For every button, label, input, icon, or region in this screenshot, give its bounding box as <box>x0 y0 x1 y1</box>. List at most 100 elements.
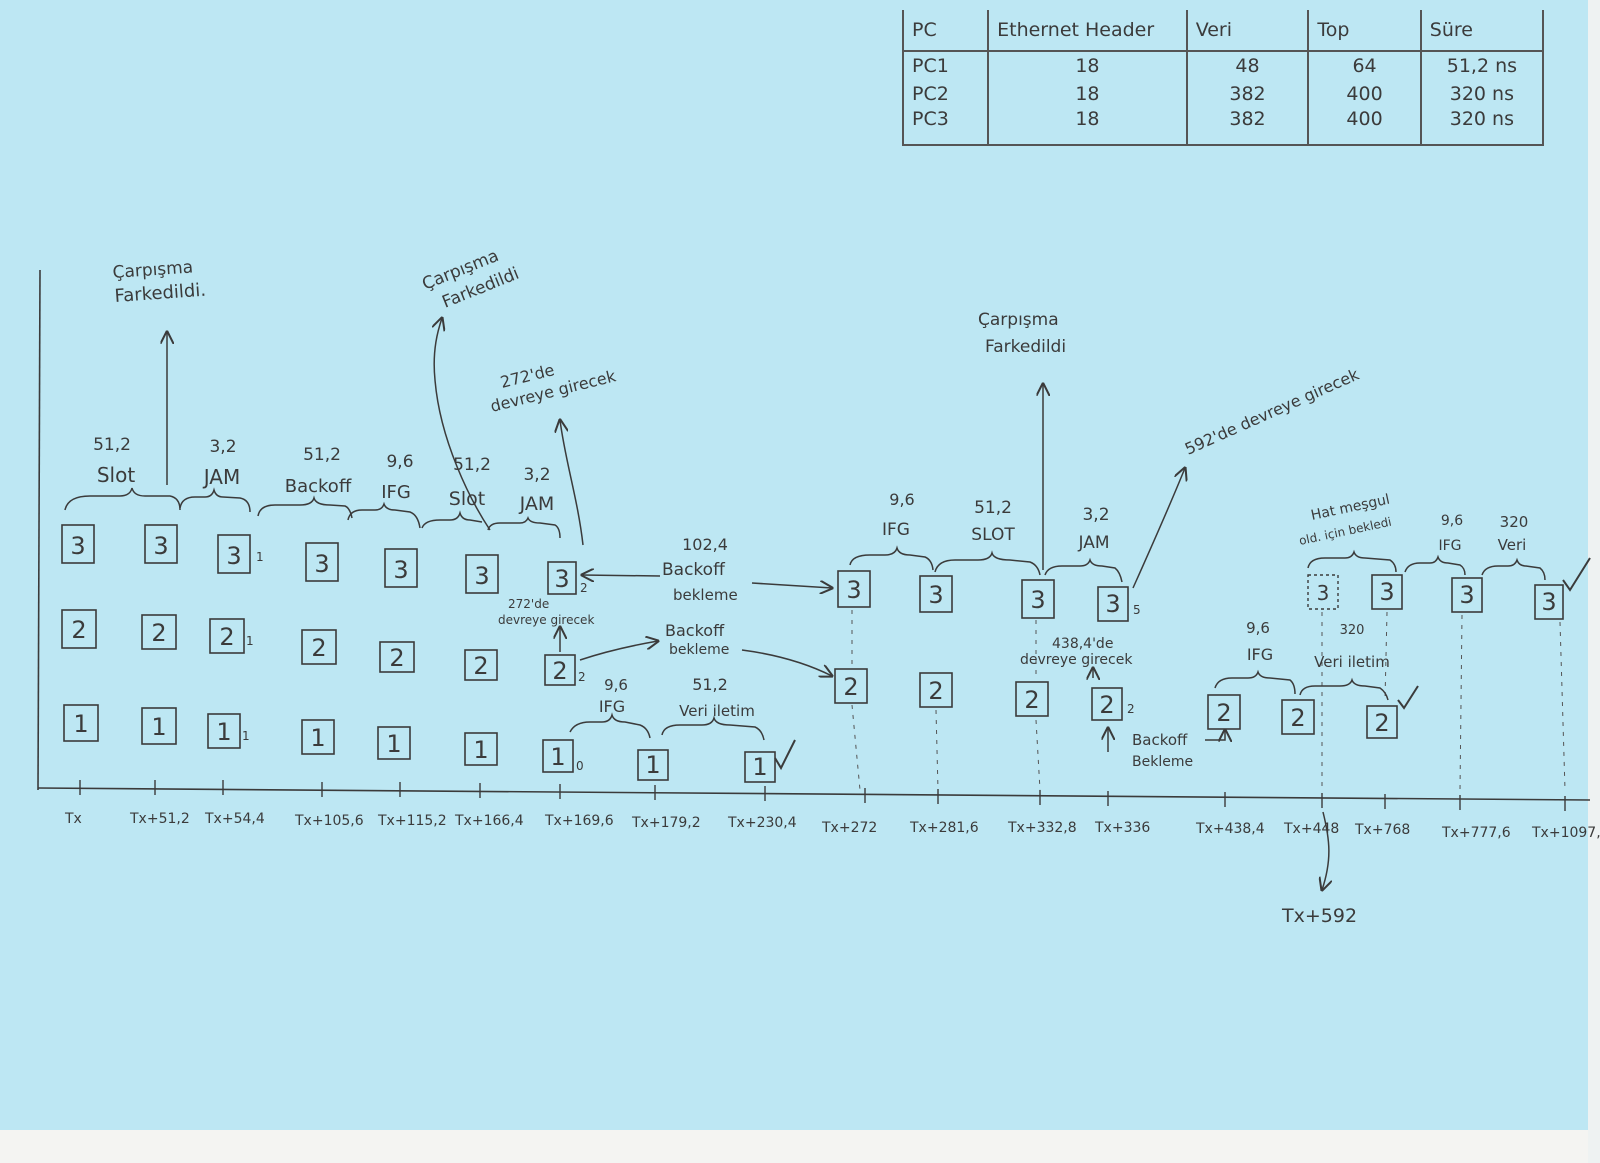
pc3-box: 3 <box>305 542 339 582</box>
table-cell: 320 ns <box>1419 108 1543 145</box>
pc2-box: 2 <box>544 654 576 686</box>
table-cell: 51,2 ns <box>1419 51 1543 80</box>
annotation-enter: devreye girecek <box>1020 652 1133 668</box>
table-header: Top <box>1307 10 1421 52</box>
svg-text:2: 2 <box>1290 704 1305 732</box>
table-cell: 320 ns <box>1419 80 1543 108</box>
tick-label: Tx+1097,6 <box>1531 825 1600 841</box>
arrow <box>582 575 661 576</box>
check-icon <box>1397 685 1419 710</box>
interval-value: 51,2 <box>93 435 131 455</box>
pc2-box: 2 <box>209 618 245 654</box>
brace <box>64 487 181 511</box>
table-header: Veri <box>1185 10 1309 52</box>
interval-label: IFG <box>882 520 910 540</box>
tick: Tx+332,8 <box>1007 790 1077 836</box>
tick-label-extra: Tx+592 <box>1281 905 1357 927</box>
brace <box>487 515 561 539</box>
interval-label: IFG <box>1438 538 1461 554</box>
tick-label: Tx+272 <box>821 820 877 836</box>
svg-text:3: 3 <box>1030 586 1045 614</box>
interval-value: 9,6 <box>1441 513 1463 529</box>
table-cell: PC3 <box>901 108 989 145</box>
tick-label: Tx+448 <box>1283 821 1339 837</box>
pc-table: PC Ethernet Header Veri Top Süre PC1 18 … <box>901 10 1544 146</box>
pc1-box: 1 <box>464 732 498 766</box>
tick: Tx+281,6 <box>909 789 979 836</box>
arrow <box>579 641 658 661</box>
tick-label: Tx+54,4 <box>204 811 265 827</box>
table-cell: 382 <box>1185 80 1309 108</box>
svg-text:1: 1 <box>473 736 488 764</box>
guide-line <box>1384 611 1388 701</box>
tick: Tx+272 <box>821 788 877 836</box>
svg-text:3: 3 <box>1541 588 1556 616</box>
svg-text:2: 2 <box>1216 699 1231 727</box>
svg-text:2: 2 <box>473 652 488 680</box>
tick-label: Tx+777,6 <box>1441 825 1511 841</box>
interval-value: 51,2 <box>453 455 491 475</box>
pc2-box: 2 <box>141 614 177 650</box>
svg-text:3: 3 <box>1459 581 1474 609</box>
collision-count: 1 <box>242 729 250 743</box>
arrow <box>434 318 491 531</box>
tick: Tx+438,4 <box>1195 792 1265 837</box>
annotation-enter: 592'de devreye girecek <box>1182 364 1363 458</box>
pc1-box: 1 <box>542 739 574 773</box>
svg-text:3: 3 <box>1379 578 1394 606</box>
tick: Tx+1097,6 <box>1531 796 1600 841</box>
pc3-box-dashed: 3 <box>1307 574 1339 610</box>
collision-count: 5 <box>1133 603 1141 617</box>
brace <box>179 487 251 513</box>
pc3-box: 3 <box>217 534 251 574</box>
annotation-backoff: bekleme <box>669 642 729 658</box>
interval-value: 320 <box>1500 513 1529 531</box>
collision-count: 2 <box>578 670 586 684</box>
annotation-collision: Farkedildi. <box>114 280 207 307</box>
pc3-box: 3 <box>1021 579 1055 619</box>
pc2-box: 2 <box>1366 705 1398 739</box>
brace <box>661 715 765 741</box>
annotation-enter: devreye girecek <box>498 613 594 627</box>
interval-value: 9,6 <box>1246 619 1270 637</box>
interval-label: Veri <box>1498 536 1527 554</box>
svg-text:3: 3 <box>846 576 861 604</box>
interval-label: Slot <box>97 463 135 487</box>
svg-text:2: 2 <box>311 634 326 662</box>
svg-text:1: 1 <box>151 713 166 741</box>
interval-label: Slot <box>449 488 485 510</box>
table-cell: 400 <box>1307 80 1421 108</box>
svg-text:3: 3 <box>226 542 241 570</box>
pc1-box: 1 <box>301 719 335 755</box>
guide-line <box>935 709 939 791</box>
pc3-box: 3 <box>384 548 418 588</box>
table-row: PC2 18 382 400 320 ns <box>901 80 1543 108</box>
interval-label: SLOT <box>971 525 1015 545</box>
tick: Tx+105,6 <box>294 782 364 829</box>
tick-label: Tx+230,4 <box>727 815 797 831</box>
time-ticks: Tx Tx+51,2 Tx+54,4 Tx+105,6 Tx+115,2 Tx+… <box>64 780 1600 841</box>
interval-value: 320 <box>1340 623 1365 638</box>
table-cell: PC1 <box>901 51 989 80</box>
tick-label: Tx+281,6 <box>909 820 979 836</box>
tick: Tx+169,6 <box>544 784 614 829</box>
tick-label: Tx+105,6 <box>294 813 364 829</box>
svg-text:3: 3 <box>314 550 329 578</box>
svg-text:2: 2 <box>1099 691 1114 719</box>
interval-label: Backoff <box>285 476 352 497</box>
tick-label: Tx+166,4 <box>454 813 524 829</box>
brace <box>421 510 483 529</box>
collision-count: 1 <box>256 550 264 564</box>
pc3-box: 3 <box>1371 574 1403 610</box>
pc2-box: 2 <box>301 629 337 665</box>
table-cell: 18 <box>987 108 1187 145</box>
svg-text:2: 2 <box>843 673 858 701</box>
interval-value: 3,2 <box>209 437 236 457</box>
arrow <box>1132 468 1185 589</box>
annotation-collision: Çarpışma <box>978 310 1059 330</box>
table-cell: 48 <box>1185 51 1309 80</box>
svg-text:1: 1 <box>386 730 401 758</box>
interval-label: JAM <box>519 493 555 515</box>
pc3-box: 3 <box>547 561 577 595</box>
tick-label: Tx+768 <box>1354 822 1410 838</box>
